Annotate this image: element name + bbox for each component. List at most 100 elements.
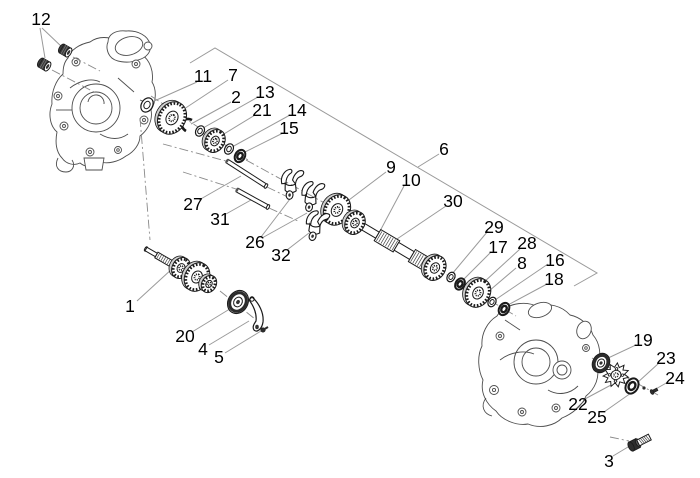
dash-dot-axis — [609, 436, 630, 442]
callout-label-2: 2 — [231, 87, 241, 107]
leader-lines — [39, 27, 669, 457]
callout-label-22: 22 — [568, 394, 587, 414]
shift-rod-31 — [235, 187, 271, 210]
washer-29-target — [446, 271, 456, 283]
callout-label-3: 3 — [604, 451, 614, 471]
bearing-19-target — [591, 352, 611, 374]
callout-label-10: 10 — [401, 170, 421, 190]
retainer-plate-4 — [248, 296, 264, 332]
leader-line-31 — [225, 199, 252, 215]
shift-fork-a — [280, 168, 305, 200]
left-crankcase-drawing — [49, 30, 156, 173]
leader-line-10 — [378, 185, 405, 234]
washer-13-target — [194, 125, 206, 137]
leader-line-13 — [202, 96, 259, 129]
gear-output-5th — [420, 253, 447, 281]
exploded-parts — [36, 43, 659, 452]
callout-label-16: 16 — [545, 250, 564, 270]
callout-label-26: 26 — [245, 232, 264, 252]
callout-label-9: 9 — [386, 157, 396, 177]
callout-label-21: 21 — [252, 100, 271, 120]
callout-label-28: 28 — [517, 233, 536, 253]
leader-line-32 — [286, 232, 310, 251]
dash-dot-axis — [268, 207, 299, 222]
leader-line-19 — [605, 344, 637, 360]
callout-label-32: 32 — [271, 245, 290, 265]
callout-label-6: 6 — [439, 139, 449, 159]
callout-label-17: 17 — [488, 237, 507, 257]
leader-line-5 — [224, 330, 262, 354]
leader-line-6 — [417, 153, 440, 168]
callout-label-31: 31 — [210, 209, 229, 229]
callout-label-7: 7 — [228, 65, 238, 85]
leader-line-7 — [177, 79, 229, 114]
callout-label-14: 14 — [287, 100, 307, 120]
leader-line-15 — [242, 132, 284, 154]
gear-10-target — [341, 209, 366, 235]
leader-line-23 — [636, 362, 660, 384]
callout-label-1: 1 — [125, 296, 135, 316]
washer-23-target — [624, 377, 640, 395]
callout-label-24: 24 — [665, 368, 685, 388]
washer-16-target — [487, 296, 497, 308]
screw-24 — [649, 387, 659, 395]
washer-17-target — [454, 277, 466, 291]
leader-line-4 — [208, 320, 250, 346]
washer-14-target — [223, 143, 235, 155]
gear-11-group-main — [154, 99, 188, 135]
washer-15-target — [233, 148, 247, 164]
shift-fork-c — [305, 210, 331, 241]
leader-line-12 — [41, 27, 64, 49]
dash-dot-axis — [162, 143, 227, 162]
bolt-3-target — [627, 433, 652, 452]
callout-label-29: 29 — [484, 217, 503, 237]
callout-label-30: 30 — [443, 191, 463, 211]
dash-dot-axis — [139, 117, 151, 241]
dash-dot-axis — [245, 159, 331, 207]
shift-rod-27 — [225, 158, 269, 189]
leader-line-30 — [393, 205, 447, 242]
leader-line-29 — [451, 230, 489, 275]
washer-11-target — [140, 97, 154, 113]
callout-label-12: 12 — [31, 9, 50, 29]
dash-dot-axis — [182, 171, 237, 190]
bushing-12b — [57, 43, 73, 58]
dash-dot-axis — [51, 69, 97, 94]
callout-label-23: 23 — [656, 348, 675, 368]
callout-label-15: 15 — [279, 118, 298, 138]
callout-label-4: 4 — [198, 339, 208, 359]
callout-label-13: 13 — [255, 82, 274, 102]
callout-label-27: 27 — [183, 194, 202, 214]
leader-line-20 — [191, 306, 234, 333]
front-sprocket-22 — [601, 361, 630, 388]
leader-line-28 — [482, 248, 521, 284]
callout-label-5: 5 — [214, 347, 224, 367]
callout-label-11: 11 — [194, 66, 212, 86]
callout-label-19: 19 — [633, 330, 652, 350]
leader-line-1 — [136, 267, 174, 302]
leader-line-14 — [231, 114, 291, 148]
right-crankcase-drawing — [478, 301, 601, 427]
callout-label-25: 25 — [587, 407, 606, 427]
leader-line-26 — [260, 198, 291, 238]
leader-line-8 — [488, 267, 517, 292]
bearing-20-target — [226, 289, 250, 315]
leader-line-12 — [39, 27, 46, 59]
gear-21-target — [201, 127, 226, 153]
bushing-12a — [36, 57, 52, 72]
washer-18-target — [497, 301, 511, 317]
input-gear-mid — [198, 273, 218, 294]
leader-line-2 — [190, 101, 232, 125]
leader-line-25 — [603, 392, 632, 413]
leader-line-26 — [261, 212, 308, 239]
leader-line-18 — [505, 283, 548, 307]
assembly-bracket-line — [189, 47, 599, 287]
dash-dot-axis — [72, 56, 101, 72]
callout-label-18: 18 — [544, 269, 563, 289]
leader-line-11 — [151, 81, 198, 103]
shift-fork-b — [301, 180, 326, 212]
pin-24a — [642, 386, 646, 390]
callout-label-20: 20 — [175, 326, 195, 346]
